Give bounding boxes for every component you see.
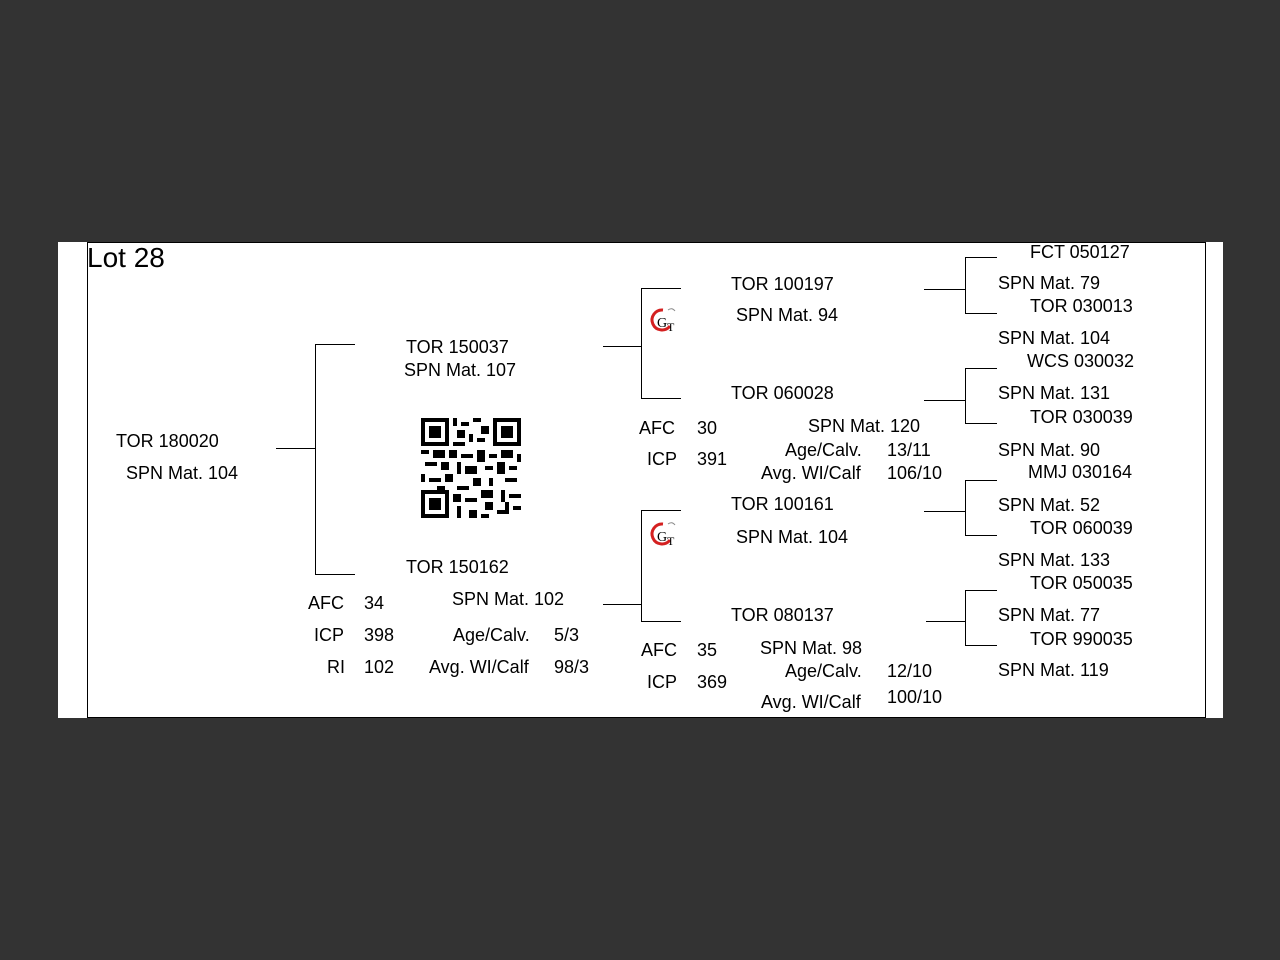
dam-dam-avg-wi-value: 100/10	[887, 687, 943, 707]
connector	[641, 621, 681, 622]
gt-logo-icon: G T	[650, 308, 676, 334]
pedigree-page: Lot 28 TOR 180020 SPN Mat. 104 TOR 15003…	[58, 242, 1223, 718]
connector	[965, 590, 997, 591]
dam-dam-age-calv-label: Age/Calv.	[785, 661, 862, 681]
great-grandparent-name: SPN Mat. 133	[998, 550, 1111, 570]
connector	[965, 423, 997, 424]
great-grandparent-id: TOR 050035	[1030, 573, 1133, 593]
subject-id: TOR 180020	[116, 431, 219, 451]
sire-dam-afc-value: 30	[697, 418, 718, 438]
connector	[965, 257, 997, 258]
dam-avg-wi-value: 98/3	[554, 657, 590, 677]
dam-icp-value: 398	[364, 625, 395, 645]
lot-title: Lot 28	[87, 242, 165, 273]
sire-dam-age-calv-value: 13/11	[887, 440, 931, 460]
connector	[641, 288, 681, 289]
dam-dam-afc-value: 35	[697, 640, 718, 660]
connector	[924, 511, 966, 512]
dam-age-calv-label: Age/Calv.	[453, 625, 530, 645]
great-grandparent-name: SPN Mat. 104	[998, 328, 1111, 348]
connector	[315, 574, 355, 575]
dam-dam-age-calv-value: 12/10	[887, 661, 933, 681]
dam-dam-avg-wi-label: Avg. WI/Calf	[761, 692, 861, 712]
dam-sire-name: SPN Mat. 104	[736, 527, 849, 547]
connector	[965, 590, 966, 645]
dam-ri-label: RI	[327, 657, 345, 677]
pedigree-frame	[87, 242, 1206, 718]
connector	[924, 289, 966, 290]
great-grandparent-id: TOR 990035	[1030, 629, 1133, 649]
dam-dam-icp-label: ICP	[647, 672, 678, 692]
sire-dam-icp-value: 391	[697, 449, 728, 469]
dam-icp-label: ICP	[314, 625, 345, 645]
dam-afc-value: 34	[364, 593, 385, 613]
connector	[276, 448, 316, 449]
connector	[603, 346, 641, 347]
sire-dam-avg-wi-label: Avg. WI/Calf	[761, 463, 861, 483]
great-grandparent-id: WCS 030032	[1027, 351, 1135, 371]
svg-text:G: G	[657, 530, 667, 545]
connector	[315, 344, 355, 345]
great-grandparent-id: TOR 030013	[1030, 296, 1133, 316]
dam-afc-label: AFC	[308, 593, 344, 613]
great-grandparent-name: SPN Mat. 79	[998, 273, 1101, 293]
connector	[965, 368, 966, 423]
great-grandparent-id: TOR 030039	[1030, 407, 1133, 427]
great-grandparent-name: SPN Mat. 131	[998, 383, 1111, 403]
svg-text:T: T	[667, 534, 675, 548]
subject-name: SPN Mat. 104	[126, 463, 239, 483]
connector	[641, 510, 681, 511]
sire-id: TOR 150037	[406, 337, 509, 357]
great-grandparent-name: SPN Mat. 77	[998, 605, 1101, 625]
connector	[965, 368, 997, 369]
sire-dam-afc-label: AFC	[639, 418, 675, 438]
dam-dam-afc-label: AFC	[641, 640, 677, 660]
connector	[965, 480, 997, 481]
great-grandparent-id: TOR 060039	[1030, 518, 1133, 538]
dam-dam-icp-value: 369	[697, 672, 728, 692]
sire-dam-age-calv-label: Age/Calv.	[785, 440, 862, 460]
connector	[924, 400, 966, 401]
connector	[965, 257, 966, 313]
sire-sire-id: TOR 100197	[731, 274, 834, 294]
sire-dam-id: TOR 060028	[731, 383, 834, 403]
dam-ri-value: 102	[364, 657, 395, 677]
great-grandparent-id: MMJ 030164	[1028, 462, 1133, 482]
great-grandparent-id: FCT 050127	[1030, 242, 1130, 262]
connector	[641, 510, 642, 621]
great-grandparent-name: SPN Mat. 119	[998, 660, 1109, 680]
connector	[603, 604, 641, 605]
svg-text:G: G	[657, 316, 667, 331]
connector	[965, 480, 966, 535]
connector	[965, 313, 997, 314]
svg-text:T: T	[667, 320, 675, 334]
sire-sire-name: SPN Mat. 94	[736, 305, 839, 325]
sire-dam-icp-label: ICP	[647, 449, 678, 469]
gt-logo-icon: G T	[650, 522, 676, 548]
qr-code-icon	[421, 418, 521, 518]
dam-id: TOR 150162	[406, 557, 509, 577]
connector	[315, 344, 316, 574]
great-grandparent-name: SPN Mat. 52	[998, 495, 1101, 515]
sire-dam-name: SPN Mat. 120	[808, 416, 921, 436]
connector	[965, 535, 997, 536]
connector	[926, 621, 966, 622]
connector	[641, 288, 642, 398]
dam-name: SPN Mat. 102	[452, 589, 565, 609]
dam-dam-id: TOR 080137	[731, 605, 834, 625]
dam-age-calv-value: 5/3	[554, 625, 580, 645]
sire-dam-avg-wi-value: 106/10	[887, 463, 943, 483]
connector	[965, 645, 997, 646]
dam-sire-id: TOR 100161	[731, 494, 834, 514]
sire-name: SPN Mat. 107	[404, 360, 517, 380]
great-grandparent-name: SPN Mat. 90	[998, 440, 1101, 460]
dam-dam-name: SPN Mat. 98	[760, 638, 863, 658]
connector	[641, 398, 681, 399]
dam-avg-wi-label: Avg. WI/Calf	[429, 657, 529, 677]
